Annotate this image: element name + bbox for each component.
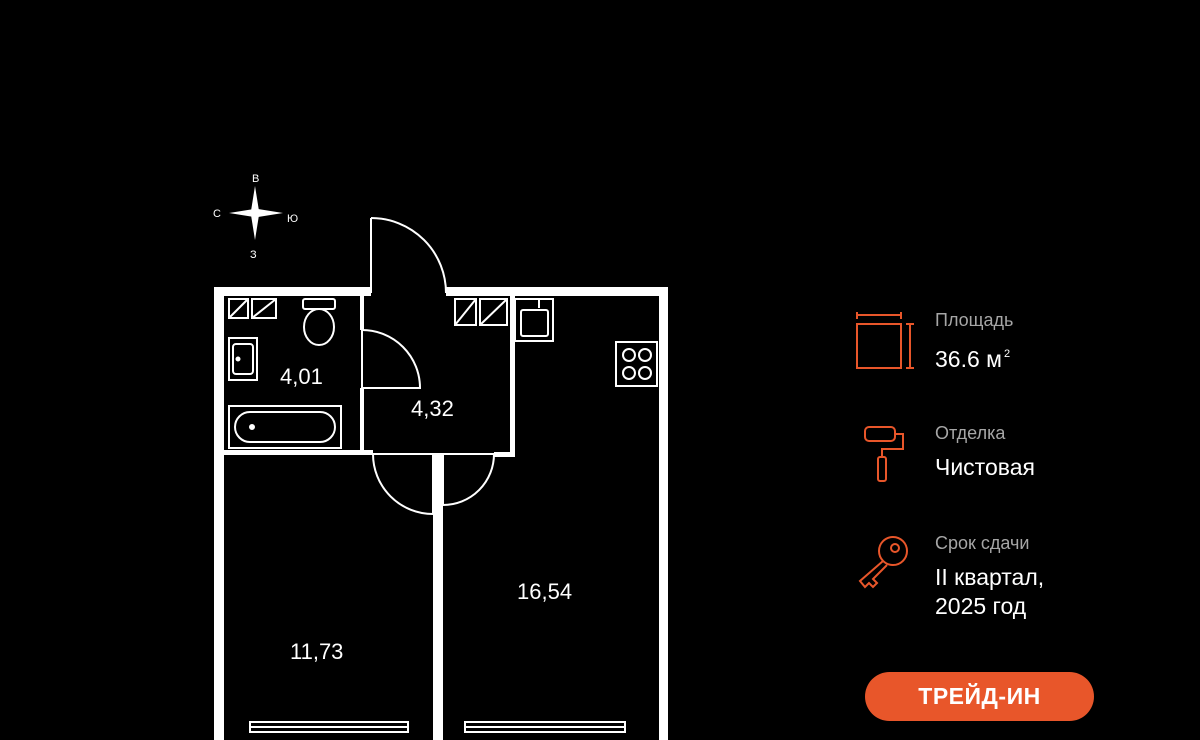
bathroom-area-label: 4,01 — [280, 364, 323, 389]
kitchen-sink-icon — [514, 298, 554, 342]
delivery-label: Срок сдачи — [935, 533, 1030, 553]
entry-door — [370, 217, 447, 294]
trade-in-button[interactable]: ТРЕЙД-ИН — [865, 672, 1094, 721]
paint-roller-icon — [864, 426, 904, 482]
hallway-area-label: 4,32 — [411, 396, 454, 421]
kitchen-door — [442, 453, 495, 507]
delivery-value-line1: II квартал, — [935, 564, 1045, 590]
toilet-icon — [302, 298, 336, 346]
bathroom-sink-icon — [228, 337, 258, 381]
kitchen-living-area-label: 16,54 — [517, 579, 572, 604]
key-icon — [858, 536, 908, 589]
bathtub-icon — [228, 405, 342, 449]
compass-south-label: З — [250, 249, 257, 261]
stove-icon — [615, 341, 658, 387]
interior-walls — [224, 296, 515, 740]
finish-label: Отделка — [935, 423, 1006, 443]
finish-value: Чистовая — [935, 454, 1035, 480]
bathroom-door — [361, 329, 422, 389]
delivery-value-line2: 2025 год — [935, 593, 1027, 619]
floor-area-icon — [856, 312, 914, 369]
compass-east-label: Ю — [287, 213, 298, 225]
windows — [249, 721, 626, 733]
compass-north-label: В — [252, 173, 259, 185]
area-label: Площадь — [935, 310, 1014, 330]
bedroom-door — [372, 453, 434, 516]
compass-west-label: С — [213, 208, 221, 220]
delivery-value: II квартал, 2025 год — [935, 563, 1044, 621]
delivery-info: Срок сдачи II квартал, 2025 год — [855, 533, 1155, 628]
outer-walls — [214, 287, 668, 740]
floor-plan: В С Ю З — [213, 173, 668, 740]
compass-icon — [229, 186, 283, 240]
finish-info: Отделка Чистовая — [855, 423, 1155, 493]
ventilation-shafts — [228, 298, 508, 326]
bedroom-area-label: 11,73 — [290, 639, 343, 664]
